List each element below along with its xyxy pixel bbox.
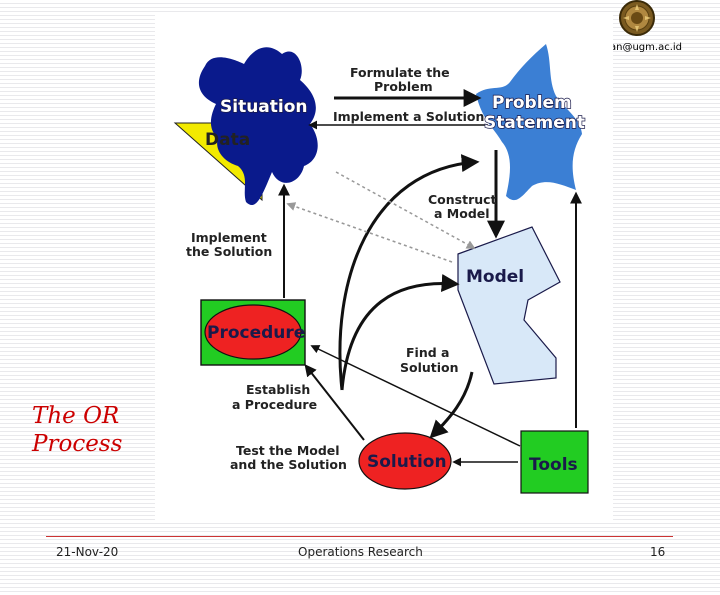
establish-label-1: Establish [246, 382, 310, 397]
slide-title: The OR Process [32, 402, 162, 458]
slide-title-line-2: Process [32, 431, 123, 457]
arrow-model-to-problem [338, 154, 480, 391]
tools-label: Tools [529, 455, 578, 475]
arrow-find [429, 371, 474, 439]
test-label-2: and the Solution [230, 457, 347, 472]
model-label: Model [466, 267, 524, 287]
implement-top-label: Implement a Solution [333, 109, 484, 124]
problem-label-1: Problem [492, 93, 572, 113]
footer-title: Operations Research [298, 545, 423, 559]
data-label: Data [205, 130, 250, 150]
situation-node-shape [198, 47, 318, 206]
construct-label-2: a Model [434, 206, 490, 221]
arrow-establish [304, 364, 365, 441]
arrow-gray-1 [335, 171, 476, 249]
solution-node-shape [358, 432, 452, 490]
find-label-2: Solution [400, 360, 459, 375]
footer-date: 21-Nov-20 [56, 545, 119, 559]
arrow-tools-procedure [310, 345, 521, 447]
implement-left-label-2: the Solution [186, 244, 272, 259]
situation-label: Situation [220, 97, 308, 117]
solution-label: Solution [367, 452, 447, 472]
model-node-shape [457, 226, 561, 385]
author-email: an@ugm.ac.id [610, 42, 683, 53]
problem-statement-node-shape [476, 44, 582, 201]
test-label-1: Test the Model [236, 443, 340, 458]
find-label-1: Find a [406, 345, 449, 360]
problem-label-2: Statement [484, 113, 585, 133]
arrow-solution-to-model [340, 274, 460, 391]
implement-left-label-1: Implement [191, 230, 267, 245]
footer-divider [46, 536, 673, 537]
formulate-label-2: Problem [374, 79, 433, 94]
formulate-label-1: Formulate the [350, 65, 450, 80]
tools-box [520, 430, 589, 494]
arrow-gray-2 [286, 202, 453, 263]
procedure-label: Procedure [207, 323, 305, 343]
footer-page-number: 16 [650, 545, 666, 559]
establish-label-2: a Procedure [232, 397, 317, 412]
construct-label-1: Construct [428, 192, 497, 207]
university-seal-icon [619, 0, 655, 36]
slide-title-line-1: The OR [32, 403, 120, 429]
procedure-ellipse [204, 304, 302, 360]
